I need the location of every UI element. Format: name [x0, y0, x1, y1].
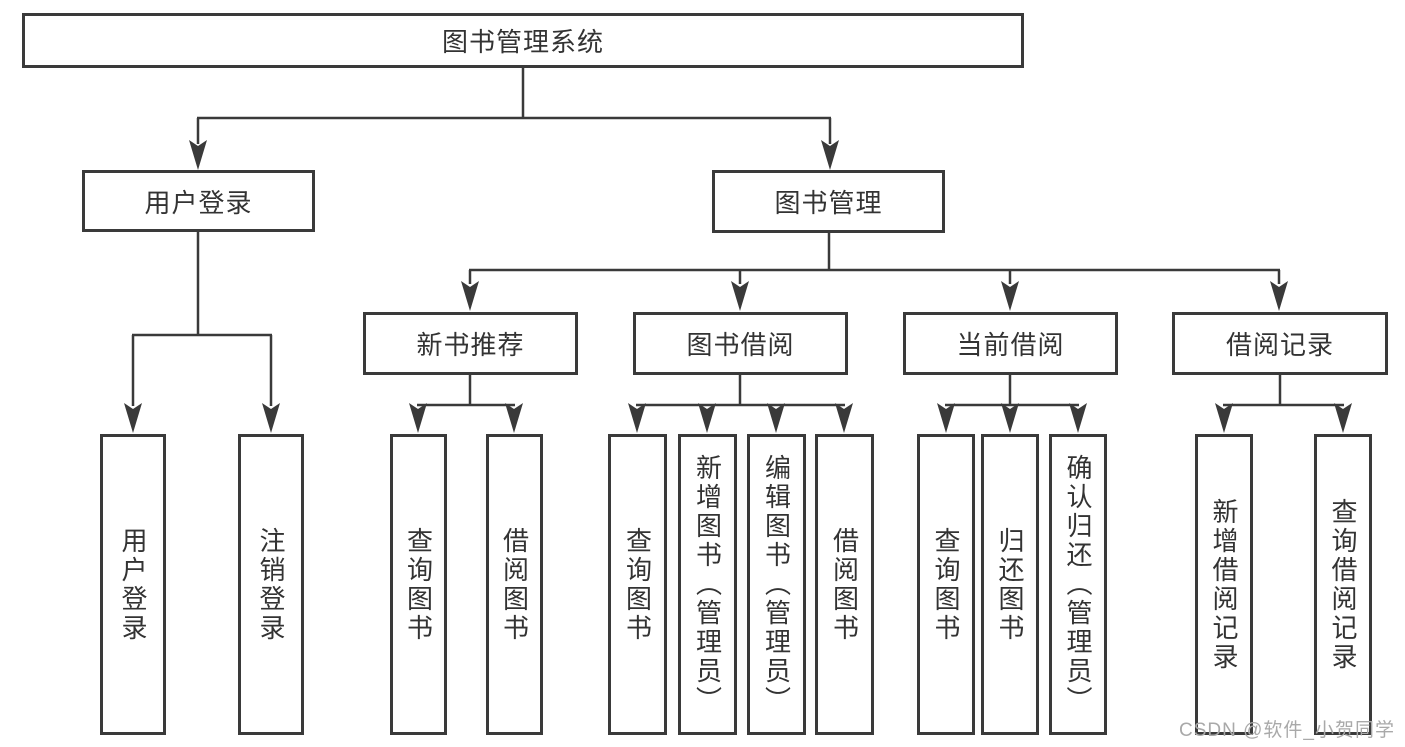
leaf-borrowing-query-books: 查询图书	[608, 434, 667, 735]
node-borrow-records: 借阅记录	[1172, 312, 1388, 375]
leaf-borrowing-add-books-admin: 新增图书（管理员）	[678, 434, 737, 735]
leaf-borrowing-edit-books-admin: 编辑图书（管理员）	[747, 434, 806, 735]
node-library-management-system: 图书管理系统	[22, 13, 1024, 68]
node-current-borrowing: 当前借阅	[903, 312, 1118, 375]
leaf-current-confirm-return-admin: 确认归还（管理员）	[1049, 434, 1107, 735]
node-book-borrowing: 图书借阅	[633, 312, 848, 375]
node-new-book-recommend: 新书推荐	[363, 312, 578, 375]
leaf-logout: 注销登录	[238, 434, 304, 735]
leaf-user-login: 用户登录	[100, 434, 166, 735]
leaf-recommend-query-books: 查询图书	[390, 434, 447, 735]
leaf-current-return-books: 归还图书	[981, 434, 1039, 735]
node-book-management: 图书管理	[712, 170, 945, 233]
leaf-records-query-borrow-record: 查询借阅记录	[1314, 434, 1372, 735]
leaf-records-add-borrow-record: 新增借阅记录	[1195, 434, 1253, 735]
leaf-borrowing-borrow-books: 借阅图书	[815, 434, 874, 735]
leaf-current-query-books: 查询图书	[917, 434, 975, 735]
csdn-watermark: CSDN @软件_小贺同学	[1179, 720, 1395, 741]
node-user-login: 用户登录	[82, 170, 315, 232]
leaf-recommend-borrow-books: 借阅图书	[486, 434, 543, 735]
